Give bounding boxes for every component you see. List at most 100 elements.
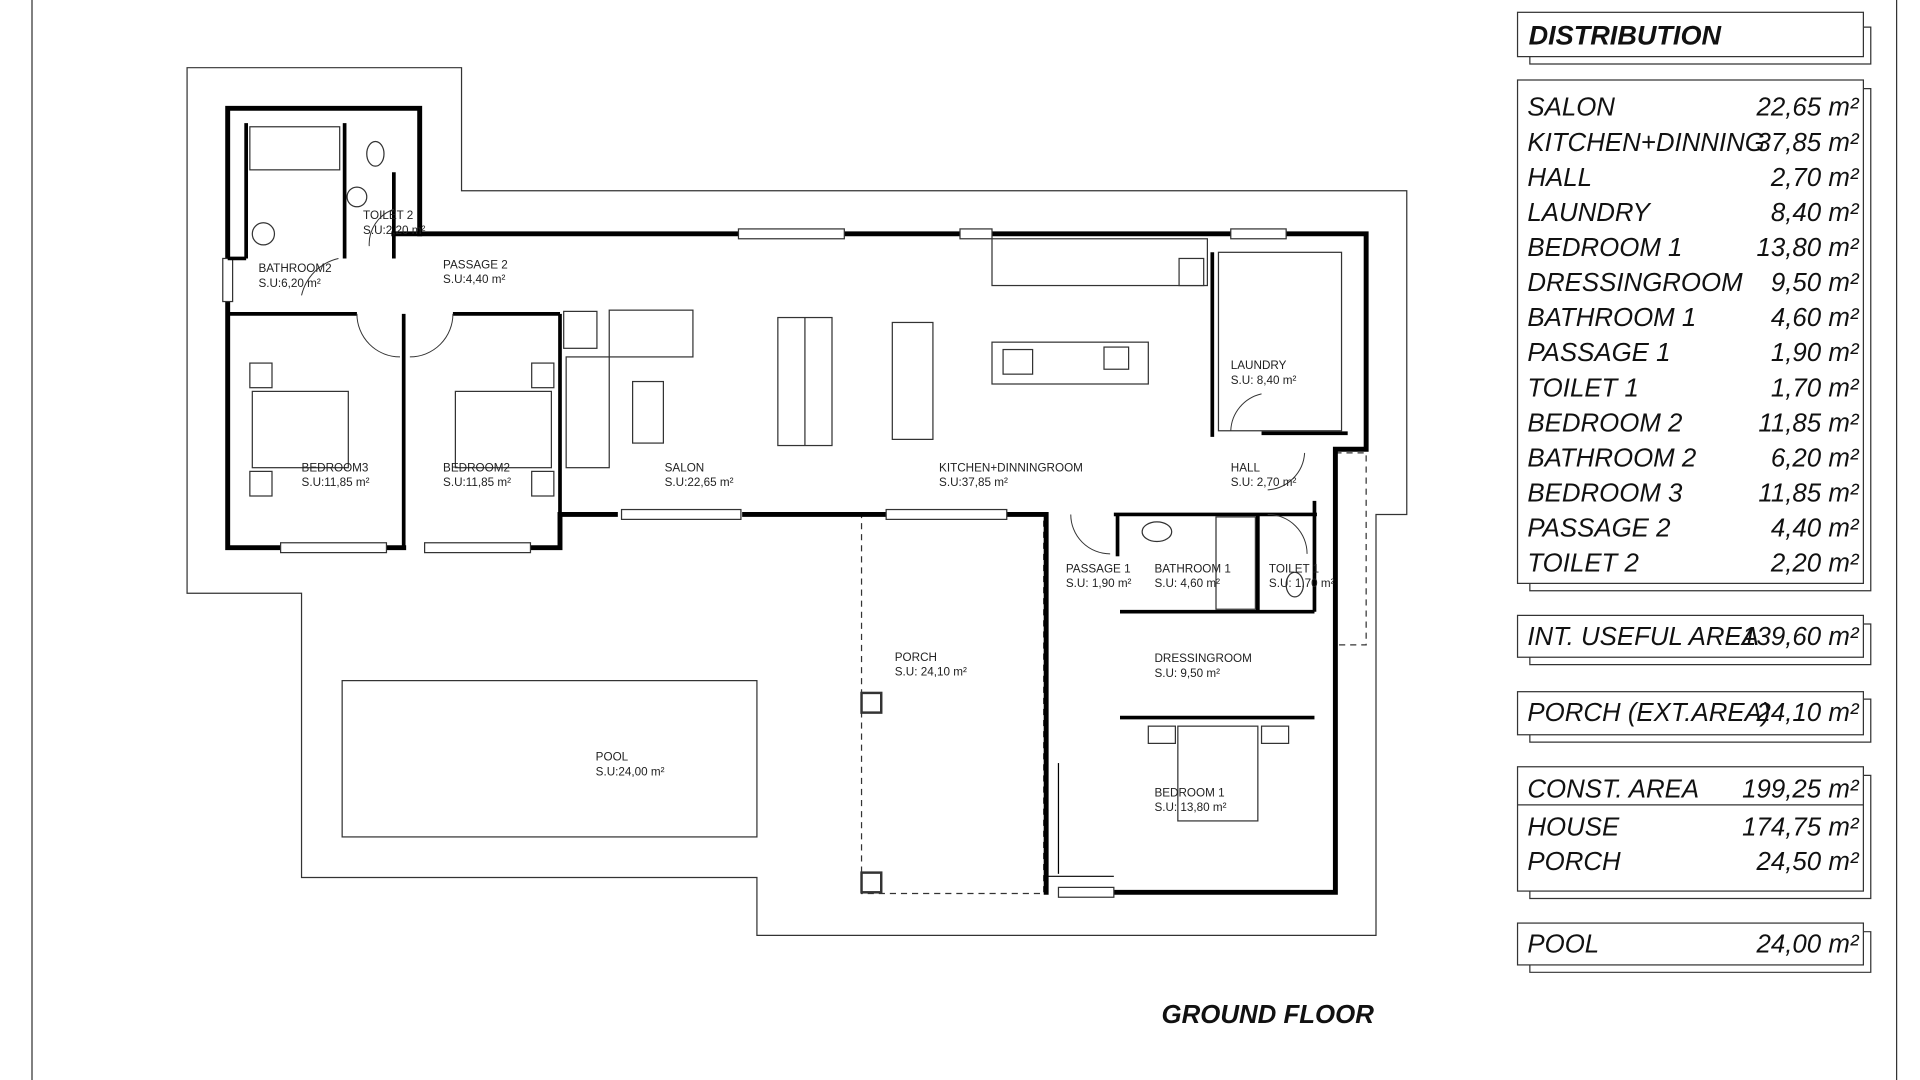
pool-area-value: 24,00 m² <box>1756 931 1860 959</box>
room-area-kitchen: S.U:37,85 m² <box>939 476 1008 489</box>
porch-column <box>860 691 883 714</box>
room-name-bathroom2: BATHROOM2 <box>258 262 331 275</box>
bed <box>1177 725 1259 822</box>
distribution-row-value: 13,80 m² <box>1757 234 1860 262</box>
sofa <box>608 309 694 358</box>
fridge <box>1178 257 1205 287</box>
porch-area <box>860 513 1045 895</box>
int-useful-area-value: 139,60 m² <box>1742 623 1860 651</box>
room-name-bedroom2: BEDROOM2 <box>443 461 510 474</box>
room-name-pool: POOL <box>596 751 629 764</box>
room-area-bathroom2: S.U:6,20 m² <box>258 277 320 290</box>
distribution-row-value: 9,50 m² <box>1771 269 1860 297</box>
room-name-bedroom1: BEDROOM 1 <box>1154 786 1224 799</box>
room-name-bathroom1: BATHROOM 1 <box>1154 562 1230 575</box>
room-area-laundry: S.U: 8,40 m² <box>1231 374 1297 387</box>
distribution-row-value: 37,85 m² <box>1757 129 1860 157</box>
distribution-row-label: BATHROOM 2 <box>1527 444 1696 472</box>
room-area-salon: S.U:22,65 m² <box>665 476 734 489</box>
room-area-toilet2: S.U:2,20 m² <box>363 224 425 237</box>
room-area-passage1: S.U: 1,90 m² <box>1066 577 1132 590</box>
toilet-icon <box>1285 571 1305 598</box>
doors <box>301 208 1308 555</box>
coffee-table <box>632 380 664 444</box>
distribution-row-label: TOILET 2 <box>1527 550 1639 578</box>
kitchen-counter <box>991 238 1209 287</box>
room-name-kitchen: KITCHEN+DINNINGROOM <box>939 461 1083 474</box>
distribution-row-label: BEDROOM 2 <box>1527 409 1682 437</box>
room-name-bedroom3: BEDROOM3 <box>302 461 369 474</box>
room-name-salon: SALON <box>665 461 705 474</box>
nightstand <box>1147 725 1176 745</box>
distribution-row-value: 2,70 m² <box>1770 164 1860 192</box>
pool <box>341 680 758 838</box>
nightstand <box>249 362 273 389</box>
laundry-counter <box>1217 251 1343 432</box>
distribution-row-label: BEDROOM 1 <box>1527 234 1682 262</box>
nightstand <box>1260 725 1290 745</box>
porch-ext-area-label: PORCH (EXT.AREA) <box>1527 699 1770 727</box>
washbasin-icon <box>346 186 368 208</box>
drawing-title: GROUND FLOOR <box>1162 1001 1375 1029</box>
exterior-walls <box>225 105 1369 895</box>
distribution-row-value: 4,40 m² <box>1771 515 1860 543</box>
armchair <box>563 310 598 349</box>
washbasin-icon <box>1141 521 1173 543</box>
room-area-bedroom2: S.U:11,85 m² <box>443 476 511 489</box>
distribution-row-label: KITCHEN+DINNING <box>1527 129 1765 157</box>
distribution-row-label: TOILET 1 <box>1527 374 1639 402</box>
porch-column <box>860 871 883 894</box>
room-area-hall: S.U: 2,70 m² <box>1231 476 1297 489</box>
washbasin-icon <box>251 222 276 246</box>
room-name-toilet2: TOILET 2 <box>363 209 413 222</box>
toilet-icon <box>366 140 385 167</box>
int-useful-area-label: INT. USEFUL AREA <box>1527 623 1759 651</box>
interior-walls <box>227 123 1348 720</box>
distribution-row-value: 11,85 m² <box>1758 480 1859 508</box>
distribution-row-value: 6,20 m² <box>1771 444 1860 472</box>
distribution-row-value: 1,90 m² <box>1771 339 1860 367</box>
bed <box>454 390 552 469</box>
house-area-label: HOUSE <box>1527 814 1620 842</box>
shower <box>249 126 341 171</box>
porch-area-label: PORCH <box>1527 848 1621 876</box>
distribution-row-value: 2,20 m² <box>1770 550 1860 578</box>
shower <box>1215 516 1257 610</box>
site-boundary <box>186 67 1408 936</box>
terrace-dashed-edge <box>1335 452 1367 646</box>
distribution-row-label: SALON <box>1527 94 1615 122</box>
distribution-row-label: HALL <box>1527 164 1592 192</box>
room-area-bathroom1: S.U: 4,60 m² <box>1154 577 1220 590</box>
room-name-porch: PORCH <box>895 651 937 664</box>
porch-ext-area-value: 24,10 m² <box>1756 699 1860 727</box>
nightstand <box>249 470 273 497</box>
porch-area-value: 24,50 m² <box>1756 848 1860 876</box>
distribution-row-label: LAUNDRY <box>1527 199 1651 227</box>
room-name-toilet1: TOILET 1 <box>1269 562 1319 575</box>
nightstand <box>531 362 555 389</box>
const-area-label: CONST. AREA <box>1527 776 1699 804</box>
room-area-porch: S.U: 24,10 m² <box>895 666 967 679</box>
room-area-bedroom1: S.U: 13,80 m² <box>1154 801 1226 814</box>
distribution-row-label: BATHROOM 1 <box>1527 304 1696 332</box>
room-name-hall: HALL <box>1231 461 1261 474</box>
sofa <box>565 356 610 469</box>
distribution-row-value: 8,40 m² <box>1771 199 1860 227</box>
room-name-passage1: PASSAGE 1 <box>1066 562 1131 575</box>
pool-area-label: POOL <box>1527 931 1599 959</box>
nightstand <box>531 470 555 497</box>
distribution-row-label: PASSAGE 2 <box>1527 515 1670 543</box>
furniture <box>249 126 1343 822</box>
room-name-laundry: LAUNDRY <box>1231 359 1287 372</box>
distribution-row-label: BEDROOM 3 <box>1527 480 1683 508</box>
sink-icon <box>1103 346 1130 370</box>
room-name-dressing: DRESSINGROOM <box>1154 652 1251 665</box>
dining-table <box>891 321 934 441</box>
distribution-row-value: 22,65 m² <box>1756 94 1860 122</box>
room-name-passage2: PASSAGE 2 <box>443 258 508 271</box>
cooktop-icon <box>1002 348 1034 375</box>
const-area-value: 199,25 m² <box>1742 776 1860 804</box>
